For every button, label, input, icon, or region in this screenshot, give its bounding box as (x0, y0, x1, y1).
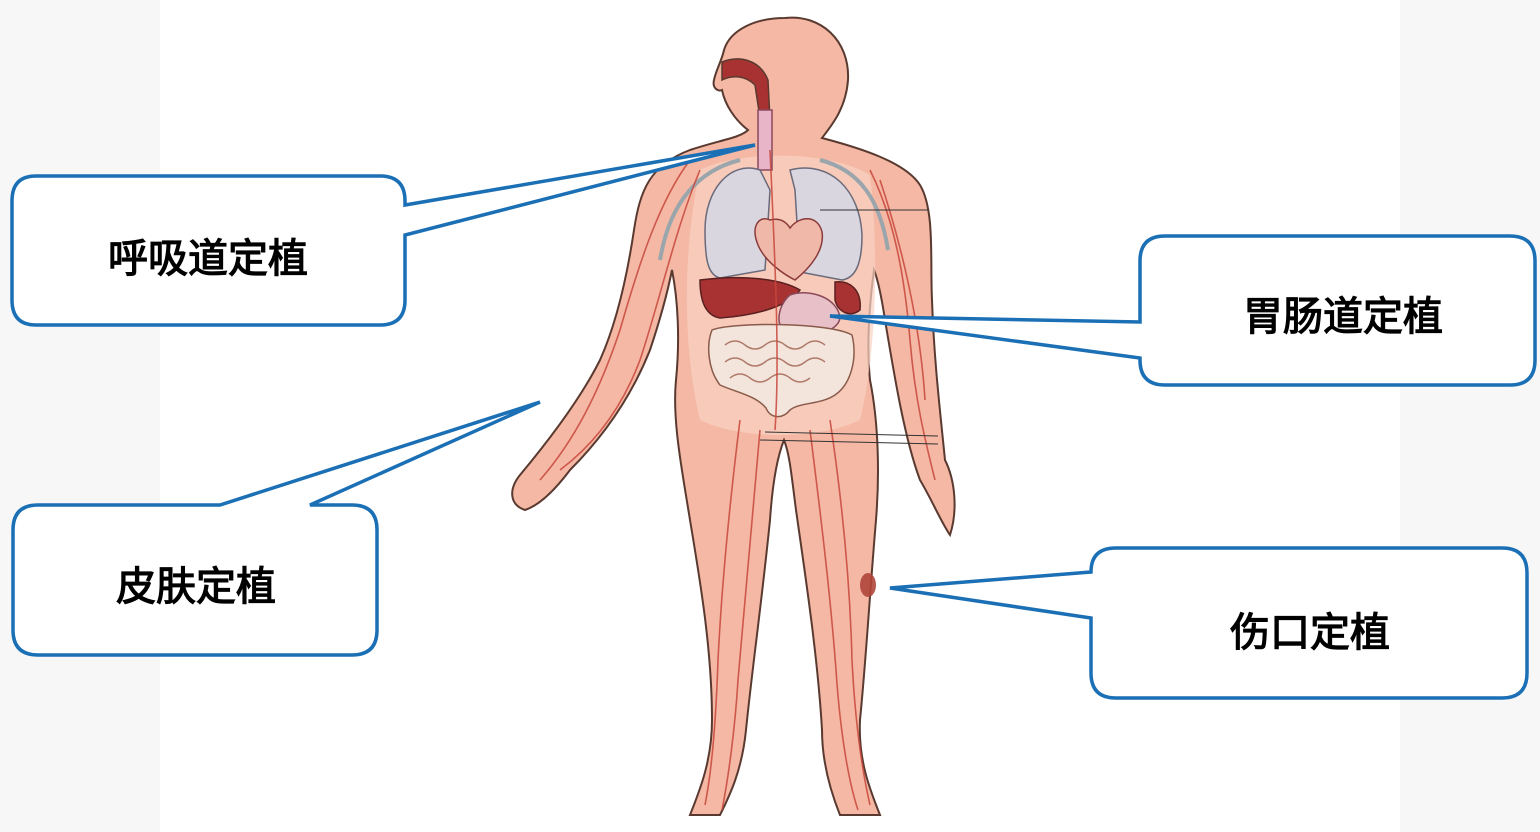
left-background-band (0, 0, 160, 832)
callout-wound: 伤口定植 (890, 548, 1527, 698)
callout-skin-label: 皮肤定植 (116, 564, 276, 610)
right-background-band (1400, 0, 1540, 832)
callout-gut-label: 胃肠道定植 (1243, 294, 1443, 340)
callout-wound-label: 伤口定植 (1229, 610, 1390, 656)
wound-mark (860, 573, 876, 597)
callout-respiratory-label: 呼吸道定植 (108, 236, 308, 282)
human-body-figure (512, 18, 954, 815)
callout-wound-box (890, 548, 1527, 698)
